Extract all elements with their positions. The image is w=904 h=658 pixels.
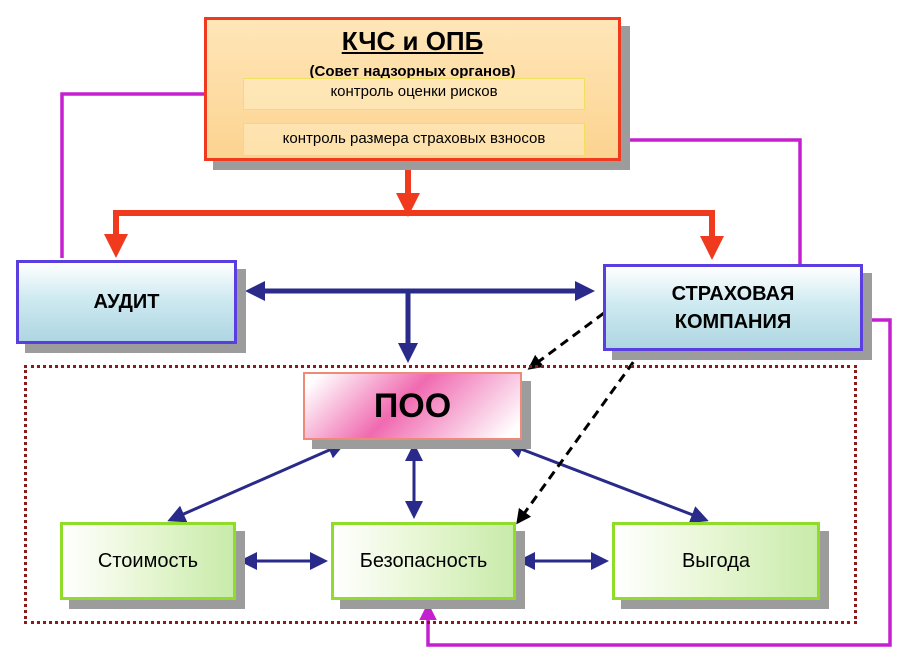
regulator-title: КЧС и ОПБ (341, 26, 484, 56)
audit-label: АУДИТ (93, 291, 160, 313)
regulator-subtitle: (Совет надзорных органов) (309, 63, 516, 80)
insurance-company-box: СТРАХОВАЯ КОМПАНИЯ (603, 264, 863, 351)
dashed-arrow-to-safety (516, 349, 644, 525)
navy-arrows (167, 281, 709, 570)
poo-box: ПОО (303, 372, 522, 440)
red-arrow-to-insurer (408, 210, 724, 260)
safety-label: Безопасность (359, 549, 488, 572)
magenta-arrows (60, 85, 892, 647)
cost-label: Стоимость (97, 549, 199, 572)
red-arrow-to-audit (104, 210, 408, 258)
dashed-arrow-to-poo (527, 311, 605, 370)
poo-label: ПОО (373, 386, 452, 425)
arrow-poo-benefit (505, 440, 709, 524)
premium-size-control: контроль размера страховых взносов (243, 123, 585, 156)
insurer-label-line2: КОМПАНИЯ (674, 310, 792, 333)
insurer-label-line1: СТРАХОВАЯ (671, 282, 795, 305)
benefit-label: Выгода (681, 549, 751, 572)
arrow-poo-cost (167, 441, 346, 523)
red-control-arrows (104, 162, 724, 260)
magenta-arrow-insurer-to-safety (419, 318, 892, 647)
risk-assessment-control: контроль оценки рисков (243, 78, 585, 110)
magenta-arrow-audit-to-risk (60, 85, 240, 258)
regulator-box: КЧС и ОПБ (Совет надзорных органов) конт… (204, 17, 621, 161)
magenta-arrow-insurer-to-fees (584, 131, 802, 264)
poo-system-frame (24, 365, 857, 624)
dashed-arrows (516, 311, 644, 525)
audit-box: АУДИТ (16, 260, 237, 344)
benefit-box: Выгода (612, 522, 820, 600)
cost-box: Стоимость (60, 522, 236, 600)
safety-box: Безопасность (331, 522, 516, 600)
